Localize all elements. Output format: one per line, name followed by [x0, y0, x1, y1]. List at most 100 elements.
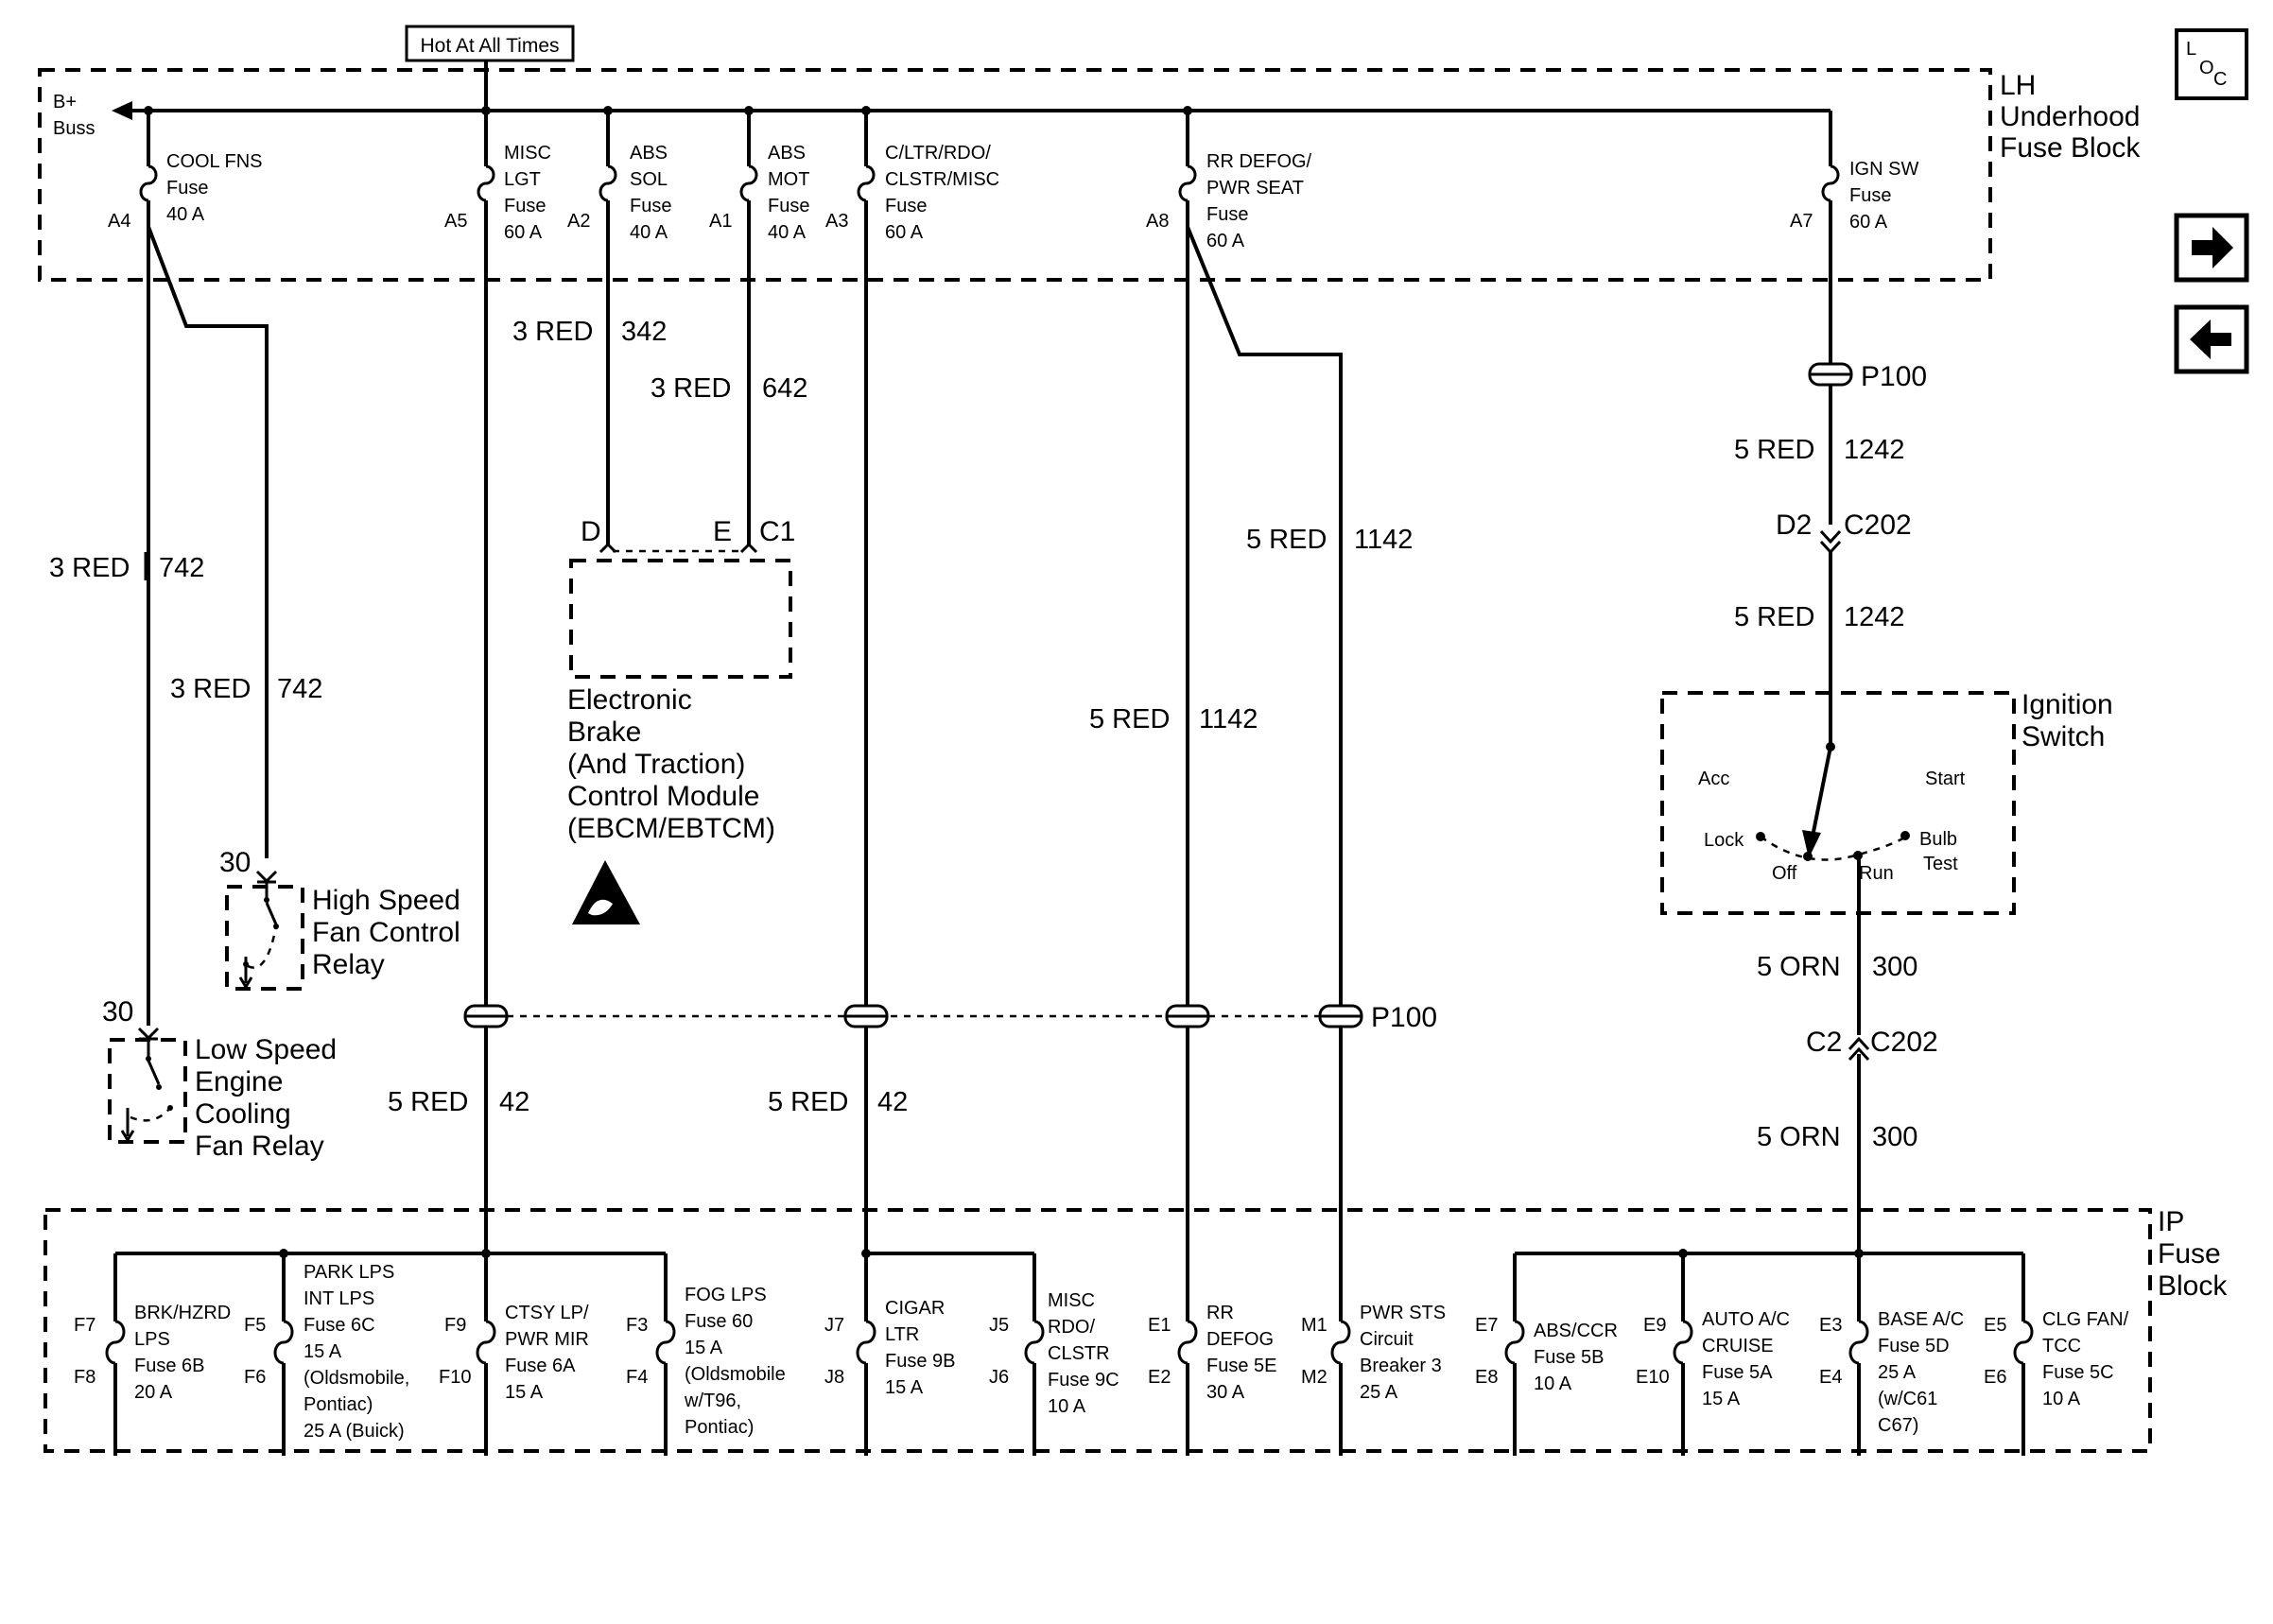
ip-fuse-j7-j8: J7 J8 CIGAR LTR Fuse 9B 15 A: [824, 1298, 955, 1398]
svg-text:(w/C61: (w/C61: [1878, 1389, 1937, 1409]
low-relay-label-2: Engine: [195, 1066, 283, 1097]
high-relay-label-2: Fan Control: [312, 917, 460, 948]
svg-text:DEFOG: DEFOG: [1206, 1329, 1274, 1350]
ebcm-label-5: (EBCM/EBTCM): [567, 813, 775, 844]
svg-text:E10: E10: [1636, 1367, 1670, 1388]
ip-fuse-symbols: [105, 1320, 2034, 1365]
svg-text:Fuse 5A: Fuse 5A: [1702, 1362, 1773, 1383]
svg-text:CTSY LP/: CTSY LP/: [505, 1303, 589, 1323]
svg-text:INT LPS: INT LPS: [304, 1288, 374, 1309]
svg-text:F7: F7: [74, 1315, 95, 1336]
wire-742a-circuit: 742: [159, 553, 204, 583]
hot-at-all-times-box: [405, 25, 575, 62]
next-page-button[interactable]: [2174, 213, 2249, 283]
svg-text:A7: A7: [1790, 211, 1813, 232]
ebcm-box: [569, 559, 792, 679]
svg-text:15 A: 15 A: [1702, 1389, 1741, 1409]
loc-button[interactable]: L O C: [2175, 28, 2248, 100]
svg-text:10 A: 10 A: [2042, 1389, 2081, 1409]
ip-fuse-symbol-9: [1673, 1320, 1693, 1365]
svg-text:F5: F5: [244, 1315, 266, 1336]
svg-text:Fuse: Fuse: [1206, 204, 1248, 225]
svg-text:FOG LPS: FOG LPS: [685, 1285, 767, 1305]
svg-text:BASE A/C: BASE A/C: [1878, 1309, 1964, 1330]
wire-742b-circuit: 742: [277, 674, 322, 704]
lh-fuse-block-outline: [38, 68, 1992, 282]
svg-text:PWR STS: PWR STS: [1360, 1303, 1446, 1323]
ip-fuse-symbol-2: [476, 1320, 496, 1365]
arrow-left-icon: [2190, 320, 2231, 359]
ignition-label-1: Ignition: [2021, 689, 2113, 720]
wire-300a-circuit: 300: [1872, 952, 1917, 982]
connector-p100-mid-label: P100: [1371, 1002, 1437, 1033]
wire-342-circuit: 342: [621, 317, 667, 347]
svg-text:A5: A5: [444, 211, 467, 232]
ip-fuse-f7-f8: F7 F8 BRK/HZRD LPS Fuse 6B 20 A: [74, 1303, 231, 1403]
svg-text:10 A: 10 A: [1534, 1373, 1572, 1394]
low-relay-label-4: Fan Relay: [195, 1131, 324, 1162]
svg-text:Fuse: Fuse: [504, 196, 546, 216]
ign-pos-bulb: Bulb: [1919, 829, 1957, 850]
svg-text:Fuse 5D: Fuse 5D: [1878, 1336, 1950, 1356]
svg-text:15 A: 15 A: [885, 1377, 924, 1398]
svg-text:PWR SEAT: PWR SEAT: [1206, 178, 1304, 199]
svg-text:w/T96,: w/T96,: [684, 1391, 741, 1411]
ebcm-label-2: Brake: [567, 717, 641, 748]
svg-text:E6: E6: [1984, 1367, 2006, 1388]
loc-letter-o: O: [2199, 58, 2214, 78]
loc-letter-c: C: [2213, 69, 2227, 90]
low-speed-relay: [108, 1027, 187, 1144]
connector-c202-bottom: [1848, 1036, 1870, 1062]
ip-block-title-3: Block: [2158, 1270, 2228, 1302]
wire-642-color: 3 RED: [651, 373, 731, 404]
svg-text:Fuse 5B: Fuse 5B: [1534, 1347, 1604, 1368]
low-relay-label-1: Low Speed: [195, 1034, 337, 1065]
hot-at-all-times-label: Hot At All Times: [420, 35, 559, 57]
ignition-wiper-arrow-icon: [1802, 830, 1821, 858]
buss-label: Buss: [53, 118, 95, 139]
svg-text:SOL: SOL: [630, 169, 668, 190]
b-plus-label: B+: [53, 92, 77, 112]
svg-text:Pontiac): Pontiac): [304, 1394, 373, 1415]
svg-text:20 A: 20 A: [134, 1382, 173, 1403]
svg-text:J6: J6: [989, 1367, 1009, 1388]
ip-fuse-e9-e10: E9 E10 AUTO A/C CRUISE Fuse 5A 15 A: [1636, 1309, 1790, 1409]
svg-text:15 A: 15 A: [505, 1382, 544, 1403]
ip-fuse-symbol-4: [856, 1320, 876, 1365]
svg-text:RR DEFOG/: RR DEFOG/: [1206, 151, 1312, 172]
fuse-a8: A8 RR DEFOG/ PWR SEAT Fuse 60 A: [1146, 111, 1312, 251]
wire-1242a-circuit: 1242: [1844, 435, 1905, 465]
svg-text:Fuse 6C: Fuse 6C: [304, 1315, 375, 1336]
wire-1242b-circuit: 1242: [1844, 602, 1905, 632]
svg-text:MISC: MISC: [504, 143, 551, 164]
fuse-a4-id: A4: [108, 211, 130, 232]
svg-text:F3: F3: [626, 1315, 648, 1336]
ip-block-title-2: Fuse: [2158, 1238, 2221, 1270]
svg-text:40 A: 40 A: [630, 222, 668, 243]
svg-text:(Oldsmobile,: (Oldsmobile,: [304, 1368, 409, 1389]
svg-text:Fuse 9C: Fuse 9C: [1048, 1370, 1119, 1391]
connector-c202-bottom-label: C202: [1870, 1027, 1938, 1058]
svg-text:E5: E5: [1984, 1315, 2006, 1336]
svg-text:F4: F4: [626, 1367, 648, 1388]
low-relay-pin: 30: [102, 996, 133, 1028]
ign-pos-off: Off: [1772, 863, 1797, 884]
svg-text:A2: A2: [567, 211, 590, 232]
svg-text:Pontiac): Pontiac): [685, 1417, 754, 1438]
esd-warning-icon: [572, 860, 640, 924]
wire-42b-color: 5 RED: [768, 1087, 848, 1117]
svg-text:J5: J5: [989, 1315, 1009, 1336]
ebcm-label-4: Control Module: [567, 781, 759, 812]
svg-text:CIGAR: CIGAR: [885, 1298, 945, 1319]
lh-block-title-2: Underhood: [2000, 101, 2140, 132]
ip-fuse-f3-f4: F3 F4 FOG LPS Fuse 60 15 A (Oldsmobile w…: [626, 1285, 786, 1438]
ign-pos-start: Start: [1925, 769, 1966, 789]
svg-text:Fuse: Fuse: [630, 196, 671, 216]
svg-text:ABS: ABS: [630, 143, 668, 164]
svg-text:F8: F8: [74, 1367, 95, 1388]
prev-page-button[interactable]: [2174, 304, 2249, 374]
svg-text:MISC: MISC: [1048, 1290, 1095, 1311]
ip-fuse-m1-m2: M1 M2 PWR STS Circuit Breaker 3 25 A: [1301, 1303, 1446, 1403]
svg-text:E4: E4: [1819, 1367, 1842, 1388]
svg-text:Fuse 60: Fuse 60: [685, 1311, 753, 1332]
